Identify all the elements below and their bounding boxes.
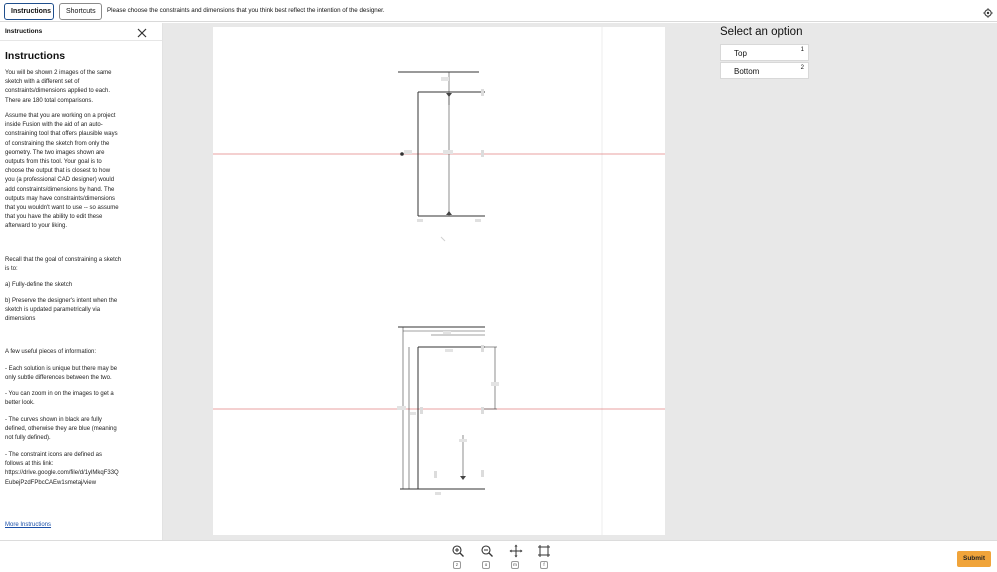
option-bottom[interactable]: Bottom 2: [720, 62, 809, 79]
more-instructions-link[interactable]: More Instructions: [5, 522, 52, 528]
option-top[interactable]: Top 1: [720, 44, 809, 61]
pan-icon[interactable]: [509, 544, 523, 558]
constraint-icon: [481, 470, 484, 477]
constraint-icon: [420, 407, 423, 414]
sketch-canvas[interactable]: [213, 27, 665, 535]
shortcut-key: o: [482, 561, 490, 569]
dimension-arrow: [446, 93, 452, 97]
instruction-paragraph: - The curves shown in black are fully de…: [5, 417, 117, 442]
dimension-label-box: [397, 406, 406, 410]
constraint-icon: [481, 150, 484, 157]
close-icon[interactable]: [136, 26, 148, 38]
zoom-out-icon[interactable]: [480, 544, 494, 558]
constraint-icon: [434, 471, 437, 478]
shortcuts-tab[interactable]: Shortcuts: [59, 3, 102, 20]
constraint-icon: [481, 407, 484, 414]
panel-header-title: Instructions: [5, 28, 43, 35]
option-label: Bottom: [734, 67, 760, 76]
options-title: Select an option: [720, 26, 803, 38]
option-shortcut-key: 2: [800, 65, 804, 71]
shortcut-key: z: [453, 561, 461, 569]
submit-button[interactable]: Submit: [957, 551, 991, 567]
dimension-label-box: [443, 331, 451, 334]
option-label: Top: [734, 49, 747, 58]
gear-icon[interactable]: [983, 5, 993, 18]
options-panel: Select an option Top 1 Bottom 2: [665, 23, 997, 540]
bottom-sketch[interactable]: [213, 326, 665, 495]
instructions-panel: Instructions Instructions You will be sh…: [0, 23, 163, 540]
instructions-tab[interactable]: Instructions: [4, 3, 54, 20]
top-sketch[interactable]: [213, 71, 665, 242]
fit-screen-icon[interactable]: [537, 544, 551, 558]
dimension-label-box: [410, 412, 416, 415]
dimension-label-box: [459, 439, 467, 442]
constraint-icon: [481, 89, 484, 96]
sketch-viewer[interactable]: [163, 23, 665, 540]
bottom-toolbar: z o m f Submit: [0, 540, 997, 572]
zoom-in-icon[interactable]: [451, 544, 465, 558]
sketch-point: [400, 152, 404, 156]
dimension-label-box: [445, 349, 453, 352]
instruction-paragraph: - Each solution is unique but there may …: [5, 366, 118, 382]
constraint-icon: [417, 219, 423, 222]
dimension-arrow: [460, 476, 466, 480]
dimension-label-box: [443, 150, 453, 154]
instruction-paragraph: b) Preserve the designer's intent when t…: [5, 298, 118, 323]
option-shortcut-key: 1: [800, 47, 804, 53]
task-message: Please choose the constraints and dimens…: [107, 7, 385, 14]
instruction-paragraph: Assume that you are working on a project…: [5, 113, 119, 230]
instruction-paragraph: You will be shown 2 images of the same s…: [5, 70, 112, 104]
instruction-paragraph: a) Fully-define the sketch: [5, 282, 73, 288]
dimension-label-box: [441, 77, 449, 81]
constraint-icon: [475, 219, 481, 222]
instruction-paragraph: - The constraint icons are defined as fo…: [5, 452, 119, 486]
dimension-label-box: [404, 150, 412, 154]
dimension-arrow: [446, 211, 452, 215]
shortcut-key: f: [540, 561, 548, 569]
instruction-paragraph: - You can zoom in on the images to get a…: [5, 391, 114, 407]
instructions-title: Instructions: [5, 50, 66, 62]
shortcut-key: m: [511, 561, 519, 569]
dimension-label-box: [491, 382, 499, 386]
constraint-icon: [435, 492, 441, 495]
constraint-icon: [440, 236, 446, 242]
constraint-icon: [481, 345, 484, 352]
instruction-paragraph: A few useful pieces of information:: [5, 349, 97, 355]
instruction-paragraph: Recall that the goal of constraining a s…: [5, 257, 122, 273]
instructions-panel-header: Instructions: [0, 23, 162, 41]
top-bar: Instructions Shortcuts Please choose the…: [0, 0, 997, 22]
